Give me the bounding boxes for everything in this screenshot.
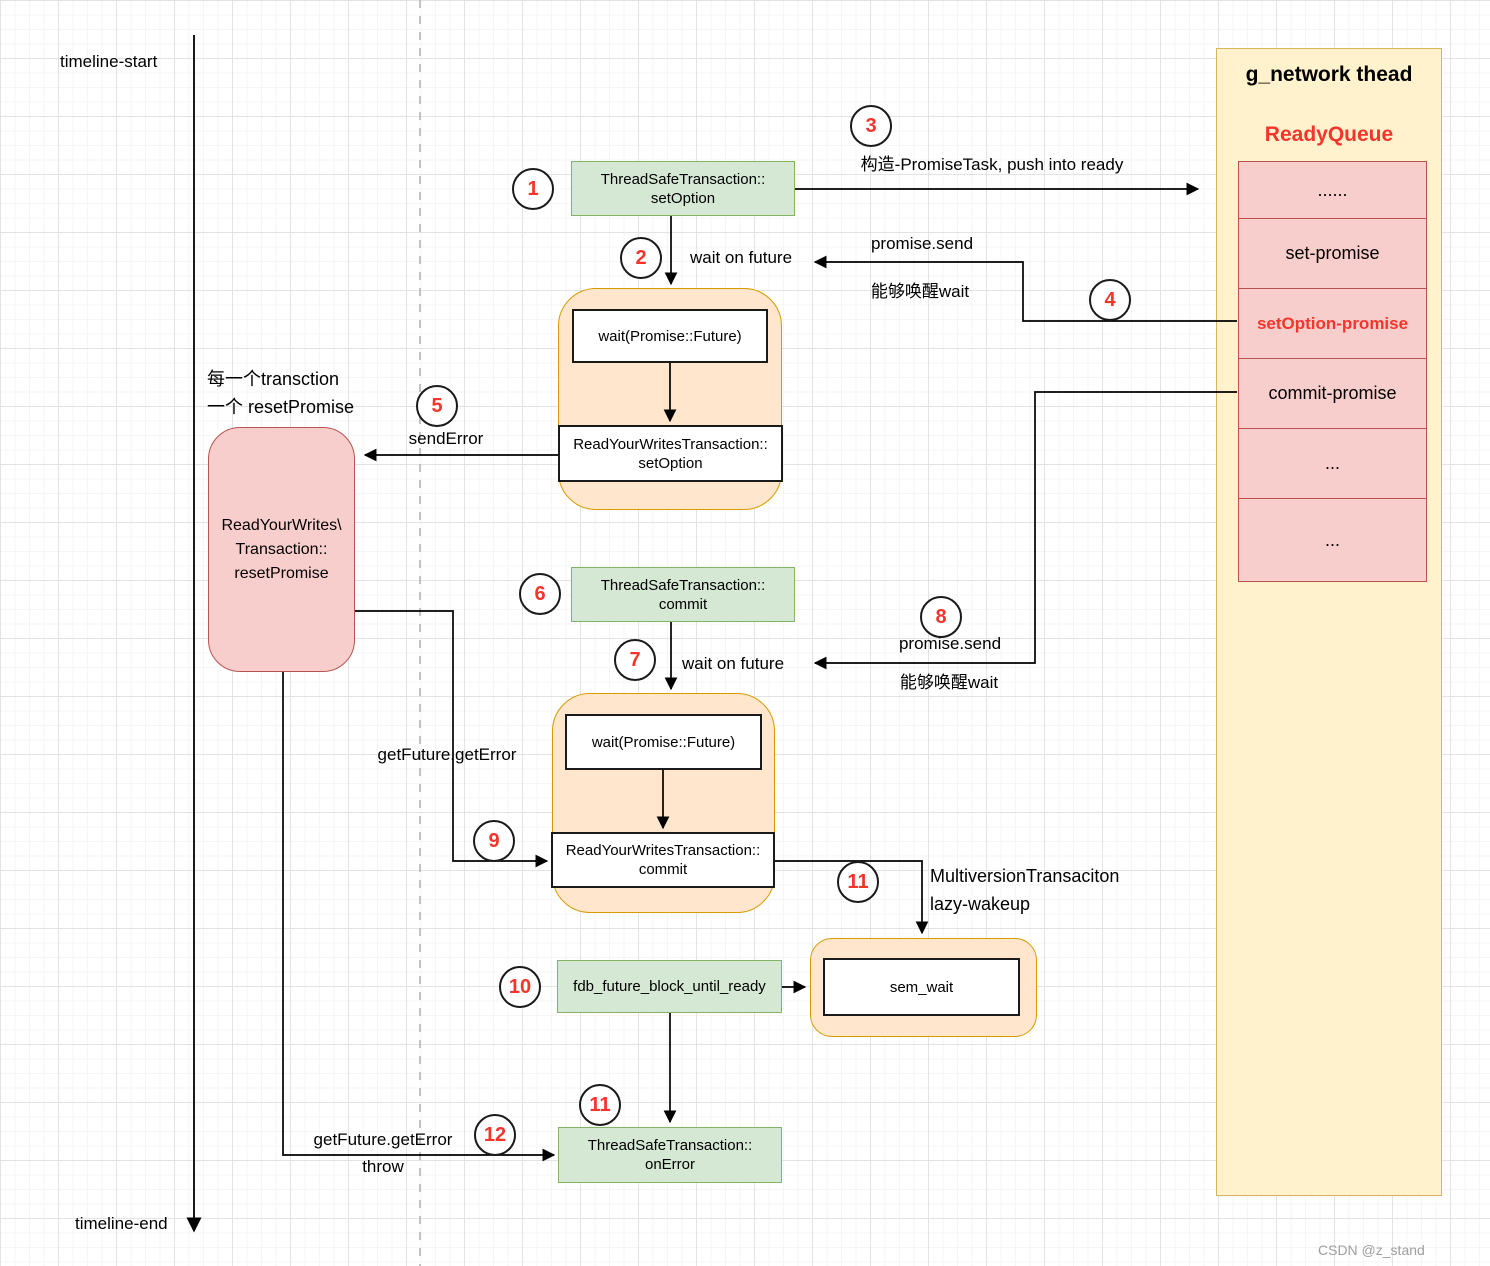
- timeline-start-label: timeline-start: [60, 52, 158, 71]
- node-rywt-commit: ReadYourWritesTransaction:: commit: [551, 832, 775, 888]
- step-badge-11b: 11: [579, 1084, 621, 1126]
- step-badge-2: 2: [620, 237, 662, 279]
- arrow-resetpromise-to-commit: [355, 610, 549, 868]
- step-badge-9: 9: [473, 820, 515, 862]
- queue-row-commit-promise: commit-promise: [1238, 358, 1427, 429]
- step-badge-12: 12: [474, 1114, 516, 1156]
- step-badge-8: 8: [920, 596, 962, 638]
- node-fdb-future-block-until-ready: fdb_future_block_until_ready: [557, 960, 782, 1013]
- watermark-text: CSDN @z_stand: [1318, 1242, 1425, 1258]
- step-badge-4: 4: [1089, 279, 1131, 321]
- network-panel-title: g_network thead: [1245, 63, 1413, 86]
- step-badge-3: 3: [850, 105, 892, 147]
- label-wait-on-future-2: wait on future: [681, 654, 785, 673]
- queue-row-ellipsis-bottom: ...: [1238, 498, 1427, 582]
- node-sem-wait: sem_wait: [823, 958, 1020, 1016]
- queue-row-set-promise: set-promise: [1238, 218, 1427, 289]
- node-threadsafe-setoption: ThreadSafeTransaction:: setOption: [571, 161, 795, 216]
- label-wake-wait-2: 能够唤醒wait: [899, 673, 999, 692]
- label-wait-on-future-1: wait on future: [689, 248, 793, 267]
- ready-queue-title: ReadyQueue: [1264, 123, 1394, 146]
- node-rywt-setoption: ReadYourWritesTransaction:: setOption: [558, 425, 783, 482]
- label-getfuture-geterror-1: getFuture.getError: [377, 745, 517, 764]
- arrow-promise-send-commit: [813, 391, 1237, 670]
- queue-row-ellipsis-mid: ...: [1238, 428, 1427, 499]
- queue-row-setoption-promise: setOption-promise: [1238, 288, 1427, 359]
- label-multiversion-lazy-wakeup: MultiversionTransaciton lazy-wakeup: [930, 866, 1120, 914]
- label-promise-send-2: promise.send: [898, 634, 1002, 653]
- label-throw: throw: [362, 1157, 404, 1176]
- node-threadsafe-commit: ThreadSafeTransaction:: commit: [571, 567, 795, 622]
- step-badge-7: 7: [614, 639, 656, 681]
- label-wake-wait-1: 能够唤醒wait: [870, 282, 970, 301]
- node-rywt-reset-promise: ReadYourWrites\ Transaction:: resetPromi…: [208, 427, 355, 672]
- step-badge-1: 1: [512, 168, 554, 210]
- step-badge-10: 10: [499, 966, 541, 1008]
- queue-row-ellipsis-top: ......: [1238, 161, 1427, 219]
- label-push-into-ready: 构造-PromiseTask, push into ready: [860, 155, 1124, 174]
- label-send-error: sendError: [408, 429, 484, 448]
- g-network-thread-panel: g_network thead ReadyQueue ...... set-pr…: [1216, 48, 1442, 1196]
- label-promise-send-1: promise.send: [870, 234, 974, 253]
- node-threadsafe-onerror: ThreadSafeTransaction:: onError: [558, 1127, 782, 1183]
- node-wait-promise-future-2: wait(Promise::Future): [565, 714, 762, 770]
- step-badge-11: 11: [837, 861, 879, 903]
- note-transaction-resetpromise: 每一个transction 一个 resetPromise: [207, 369, 355, 417]
- timeline-end-label: timeline-end: [75, 1214, 168, 1233]
- node-wait-promise-future-1: wait(Promise::Future): [572, 309, 768, 363]
- label-getfuture-geterror-2: getFuture.getError: [313, 1130, 453, 1149]
- step-badge-5: 5: [416, 385, 458, 427]
- step-badge-6: 6: [519, 573, 561, 615]
